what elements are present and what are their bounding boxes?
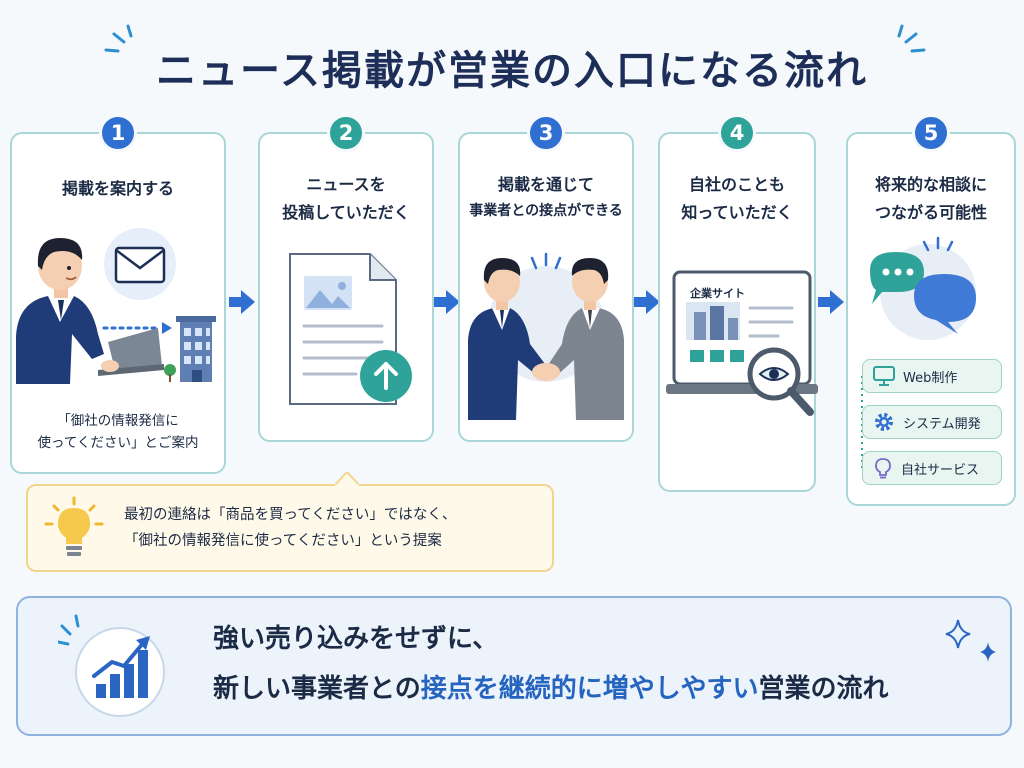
service-system-development: システム開発 <box>862 405 1002 439</box>
step-number-badge: 5 <box>912 114 950 152</box>
summary-line-2-prefix: 新しい事業者との <box>213 674 421 704</box>
step-title-line-2: 知っていただく <box>681 203 793 222</box>
lightbulb-icon <box>44 496 104 556</box>
step-number-badge: 3 <box>527 114 565 152</box>
building-thumbnail <box>686 302 740 340</box>
sparkle-burst-icon <box>897 24 926 53</box>
website-screen-label: 企業サイト <box>690 287 745 300</box>
step-title-line-1: ニュースを <box>306 175 386 194</box>
step-caption-line-2: 使ってください」とご案内 <box>37 435 199 451</box>
step-number-badge: 2 <box>327 114 365 152</box>
step-card-1: 1 掲載を案内する <box>10 114 226 474</box>
summary-line-1: 強い売り込みをせずに、 <box>213 624 499 654</box>
step-1-illustration <box>16 228 216 384</box>
step-title-line-2: 事業者との接点ができる <box>469 203 623 219</box>
office-building-icon <box>164 316 216 382</box>
right-arrow-icon <box>434 290 460 314</box>
service-label: システム開発 <box>903 416 981 432</box>
summary-highlight: 接点を継続的に増やしやすい <box>420 674 759 704</box>
chat-bubbles-icon <box>870 236 976 340</box>
right-arrow-icon <box>634 290 660 314</box>
page-title: ニュース掲載が営業の入口になる流れ <box>156 48 868 94</box>
step-title-line-2: つながる可能性 <box>874 203 987 222</box>
service-web-production: Web制作 <box>862 359 1002 393</box>
growth-chart-icon <box>58 614 165 717</box>
handshake-icon <box>468 252 624 420</box>
step-number-badge: 1 <box>99 114 137 152</box>
step-card-5: 5 将来的な相談に つながる可能性 <box>846 114 1016 506</box>
upload-icon <box>360 350 412 402</box>
envelope-icon <box>104 228 176 300</box>
right-arrow-icon <box>229 290 255 314</box>
gear-icon <box>875 413 893 431</box>
monitor-icon <box>873 366 895 386</box>
step-card-3: 3 掲載を通じて 事業者との接点ができる <box>458 114 634 442</box>
sparkle-icon <box>945 619 996 662</box>
callout-pointer <box>334 472 360 486</box>
step-2-illustration <box>289 253 412 405</box>
step-number-badge: 4 <box>718 114 756 152</box>
businessman-laptop-icon <box>16 238 164 384</box>
tip-line-1: 最初の連絡は「商品を買ってください」ではなく、 <box>124 507 457 523</box>
magnifier-eye-icon <box>747 347 814 416</box>
summary-line-2-suffix: 営業の流れ <box>758 674 889 704</box>
laptop-website-icon <box>666 270 818 416</box>
step-title-line-1: 掲載を通じて <box>497 175 594 194</box>
sparkle-burst-icon <box>104 24 133 53</box>
step-title-line-1: 自社のことも <box>688 175 785 194</box>
service-label: Web制作 <box>903 370 958 386</box>
tip-callout: 最初の連絡は「商品を買ってください」ではなく、 「御社の情報発信に使ってください… <box>26 472 554 572</box>
step-card-2: 2 ニュースを 投稿していただく <box>258 114 434 442</box>
step-title-line-2: 投稿していただく <box>282 203 410 222</box>
tip-line-2: 「御社の情報発信に使ってください」という提案 <box>124 533 442 549</box>
lightbulb-icon <box>875 458 891 479</box>
service-own-service: 自社サービス <box>862 451 1002 485</box>
step-card-4: 4 自社のことも 知っていただく 企業サイト <box>658 114 818 492</box>
service-label: 自社サービス <box>901 462 980 478</box>
right-arrow-icon <box>818 290 844 314</box>
step-title: 掲載を案内する <box>61 179 174 198</box>
summary-panel: 強い売り込みをせずに、 新しい事業者との接点を継続的に増やしやすい営業の流れ <box>16 596 1012 736</box>
step-caption-line-1: 「御社の情報発信に <box>57 413 179 429</box>
step-title-line-1: 将来的な相談に <box>874 175 987 194</box>
summary-line-2: 新しい事業者との接点を継続的に増やしやすい営業の流れ <box>213 668 889 705</box>
